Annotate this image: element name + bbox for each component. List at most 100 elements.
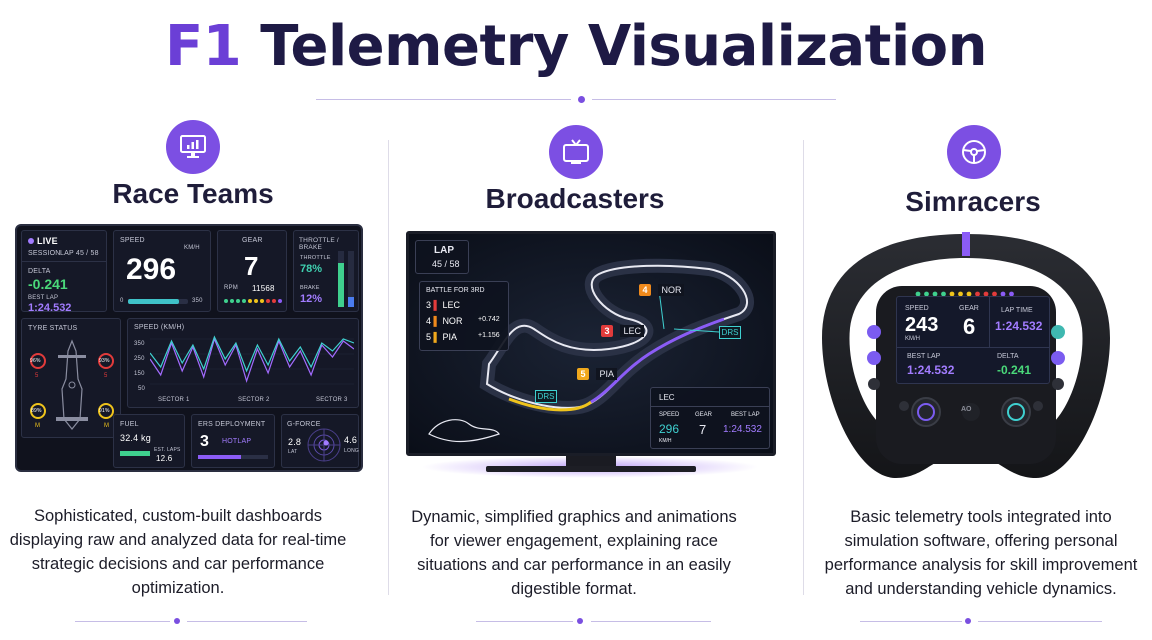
tyre-rr [98, 403, 114, 419]
rev-led [983, 291, 989, 297]
throttle-value: 78% [300, 263, 323, 275]
rev-led [949, 291, 955, 297]
rev-led [1000, 291, 1006, 297]
rev-led-strip [915, 291, 1014, 297]
best-lap-label: BEST LAP [28, 295, 59, 301]
gear-card: GEAR 7 RPM 11568 [217, 230, 287, 312]
wheel-delta: -0.241 [997, 363, 1032, 377]
sector-label: SECTOR 2 [238, 397, 270, 403]
g-lat-value: 2.8 [288, 437, 302, 447]
drs-zone-label: DRS [719, 326, 741, 339]
column-divider [803, 140, 804, 595]
best-lap-value: 1:24.532 [28, 302, 72, 314]
description-broadcasters: Dynamic, simplified graphics and animati… [411, 508, 737, 598]
tyre-status-label: TYRE STATUS [28, 325, 78, 332]
tv-icon [549, 125, 603, 179]
y-tick: 150 [134, 371, 145, 377]
speed-series-line-2 [150, 335, 354, 373]
broadcast-lap-label: LAP [434, 245, 454, 256]
rpm-led [236, 299, 240, 303]
y-tick: 350 [134, 341, 145, 347]
title-rest: Telemetry Visualization [260, 14, 987, 79]
throttle-bar [338, 251, 344, 307]
tv-base [486, 466, 696, 472]
session-label: SESSION [28, 250, 61, 257]
g-force-card: G-FORCE 2.8 LAT 4.6 LONG [281, 414, 359, 468]
rev-led [975, 291, 980, 297]
column-divider [388, 140, 389, 595]
brake-label: BRAKE [300, 285, 320, 291]
rpm-led [224, 299, 228, 303]
g-force-label: G-FORCE [287, 421, 321, 428]
tv-stand [566, 456, 616, 468]
wheel-center-logo: AO [961, 406, 972, 413]
title-divider [316, 96, 836, 103]
g-lat-label: LAT [288, 449, 298, 455]
sector-label: SECTOR 1 [158, 397, 190, 403]
car-outline-icon [56, 339, 88, 430]
ers-card: ERS DEPLOYMENT 3 HOTLAP [191, 414, 275, 468]
delta-label: DELTA [28, 268, 51, 275]
ers-label: ERS DEPLOYMENT [198, 421, 266, 428]
description-race-teams: Sophisticated, custom-built dashboards d… [9, 507, 347, 597]
title-accent: F1 [165, 14, 242, 79]
speed-min: 0 [120, 298, 124, 304]
rpm-led [260, 299, 264, 303]
wheel-best-lap: 1:24.532 [907, 363, 955, 377]
bottom-divider [860, 618, 1102, 624]
g-long-label: LONG [344, 448, 359, 454]
gear-value: 7 [244, 251, 259, 281]
description-simracers: Basic telemetry tools integrated into si… [824, 508, 1138, 598]
monitor-chart-icon [166, 120, 220, 174]
rpm-led-strip [224, 299, 284, 304]
gear-label: GEAR [242, 237, 263, 244]
rpm-led [272, 299, 276, 303]
rpm-label: RPM [224, 285, 238, 291]
ers-bar [198, 455, 268, 459]
speed-unit: KM/H [184, 245, 200, 251]
section-heading-race-teams: Race Teams [112, 178, 274, 209]
live-dot-icon [28, 238, 34, 244]
wheel-lap-time: 1:24.532 [995, 319, 1043, 333]
session-card: LIVE SESSION LAP 45 / 58 DELTA -0.241 BE… [21, 230, 107, 314]
driver-card-name: LEC [659, 393, 675, 402]
lap-counter: LAP 45 / 58 [60, 250, 99, 257]
bottom-divider [476, 618, 711, 624]
tyre-status-card: TYRE STATUS 96% 5 93% 5 89% M 91% M [21, 318, 121, 438]
broadcast-lap-value: 45 / 58 [432, 259, 460, 269]
rev-led [932, 291, 938, 297]
throttle-brake-label: THROTTLE / BRAKE [299, 237, 339, 251]
g-long-value: 4.6 [344, 435, 358, 445]
speed-max: 350 [192, 298, 203, 304]
battle-row: 4 ▌ NOR +0.742 [426, 316, 500, 326]
y-tick: 250 [134, 356, 145, 362]
battle-row: 3 ▌ LEC [426, 300, 460, 310]
tyre-rl [30, 403, 46, 419]
g-force-target-icon [307, 428, 341, 462]
rpm-led [266, 299, 270, 303]
rev-led [1009, 291, 1014, 297]
battle-title: BATTLE FOR 3RD [426, 287, 485, 294]
rev-led [992, 291, 997, 297]
ers-value: 3 [200, 433, 209, 450]
throttle-label: THROTTLE [300, 255, 331, 261]
driver-card: LEC SPEED 296 KM/H GEAR 7 BEST LAP 1:24.… [650, 387, 770, 449]
rev-led [915, 291, 921, 297]
fuel-bar [120, 451, 150, 456]
rpm-led [254, 299, 258, 303]
broadcast-tv: LAP 45 / 58 BATTLE FOR 3RD 3 ▌ LEC 4 ▌ N… [406, 231, 776, 456]
driver-card-speed: 296 [659, 422, 680, 436]
wheel-gear: 6 [963, 314, 976, 339]
section-heading-broadcasters: Broadcasters [485, 183, 665, 214]
rev-led [924, 291, 929, 297]
map-marker-nor: 4 NOR [639, 280, 685, 298]
tyre-fr [98, 353, 114, 369]
speed-series-line-1 [150, 337, 354, 383]
rev-led [941, 291, 946, 297]
speed-card: SPEED KM/H 296 0 350 [113, 230, 211, 312]
lap-box: LAP 45 / 58 [415, 240, 469, 274]
live-label: LIVE [37, 236, 58, 246]
speed-line-chart [150, 335, 354, 385]
rpm-led [278, 299, 282, 303]
fuel-label: FUEL [120, 421, 139, 428]
